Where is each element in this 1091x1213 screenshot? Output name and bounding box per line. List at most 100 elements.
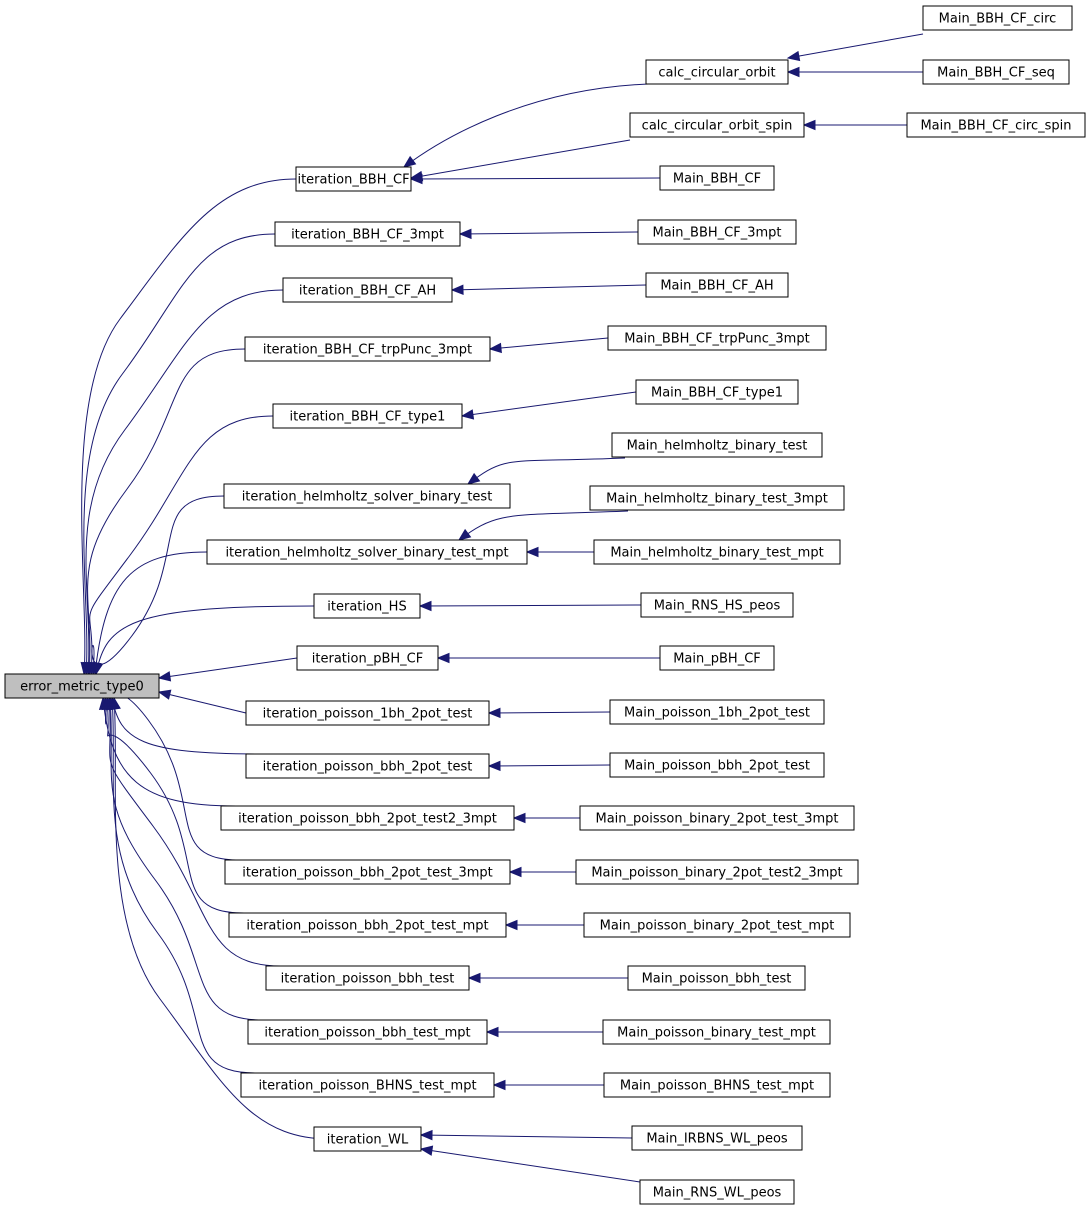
function-node[interactable]: Main_poisson_binary_2pot_test_3mpt bbox=[579, 805, 855, 831]
node-label: iteration_poisson_bbh_2pot_test bbox=[263, 760, 473, 775]
node-label: iteration_poisson_bbh_2pot_test_3mpt bbox=[242, 866, 493, 881]
node-label: Main_pBH_CF bbox=[673, 652, 761, 667]
function-node[interactable]: iteration_WL bbox=[313, 1126, 422, 1152]
edge-Main_helmholtz_binary_test_3mpt-to-iteration_helmholtz_solver_binary_test_mpt bbox=[457, 510, 629, 541]
node-label: Main_BBH_CF_AH bbox=[660, 279, 773, 294]
node-label: Main_BBH_CF_3mpt bbox=[653, 226, 782, 241]
function-node[interactable]: iteration_poisson_bbh_2pot_test_3mpt bbox=[224, 859, 511, 885]
function-node[interactable]: Main_BBH_CF_type1 bbox=[635, 379, 799, 405]
edge-calc_circular_orbit_spin-to-iteration_BBH_CF bbox=[409, 139, 631, 182]
function-node[interactable]: Main_BBH_CF bbox=[659, 165, 775, 191]
function-node[interactable]: Main_poisson_1bh_2pot_test bbox=[609, 699, 825, 725]
function-node[interactable]: Main_poisson_binary_2pot_test_mpt bbox=[583, 912, 851, 938]
function-node[interactable]: iteration_helmholtz_solver_binary_test bbox=[223, 483, 511, 509]
edge-calc_circular_orbit-to-iteration_BBH_CF bbox=[402, 83, 649, 168]
function-node[interactable]: Main_BBH_CF_3mpt bbox=[637, 219, 797, 245]
node-label: iteration_poisson_1bh_2pot_test bbox=[263, 707, 473, 722]
edge-Main_poisson_bbh_test-to-iteration_poisson_bbh_test bbox=[467, 972, 628, 984]
function-node[interactable]: iteration_pBH_CF bbox=[296, 645, 439, 671]
function-node[interactable]: calc_circular_orbit bbox=[645, 59, 789, 85]
root-node[interactable]: error_metric_type0 bbox=[4, 673, 160, 699]
node-label: iteration_poisson_bbh_test bbox=[281, 972, 455, 987]
function-node[interactable]: Main_poisson_bbh_test bbox=[627, 965, 806, 991]
function-node[interactable]: Main_poisson_bbh_2pot_test bbox=[609, 752, 825, 778]
function-node[interactable]: Main_helmholtz_binary_test_3mpt bbox=[589, 485, 845, 511]
node-label: iteration_BBH_CF_type1 bbox=[290, 410, 446, 425]
edge-iteration_BBH_CF-to-error_metric_type0 bbox=[80, 178, 297, 676]
node-label: Main_poisson_binary_2pot_test_mpt bbox=[600, 919, 835, 934]
function-node[interactable]: iteration_BBH_CF_3mpt bbox=[274, 221, 461, 247]
edge-Main_BBH_CF_seq-to-calc_circular_orbit bbox=[786, 66, 923, 78]
edge-Main_pBH_CF-to-iteration_pBH_CF bbox=[436, 652, 660, 664]
function-node[interactable]: iteration_helmholtz_solver_binary_test_m… bbox=[206, 539, 528, 565]
edge-Main_BBH_CF_type1-to-iteration_BBH_CF_type1 bbox=[460, 391, 637, 420]
function-node[interactable]: iteration_BBH_CF_trpPunc_3mpt bbox=[244, 336, 491, 362]
edge-Main_poisson_binary_2pot_test_3mpt-to-iteration_poisson_bbh_2pot_test2_3mpt bbox=[512, 812, 580, 824]
function-node[interactable]: iteration_poisson_bbh_2pot_test_mpt bbox=[228, 912, 507, 938]
edge-iteration_poisson_bbh_test_mpt-to-error_metric_type0 bbox=[106, 696, 264, 1021]
function-node[interactable]: Main_helmholtz_binary_test_mpt bbox=[593, 539, 841, 565]
edge-Main_helmholtz_binary_test-to-iteration_helmholtz_solver_binary_test bbox=[466, 457, 626, 485]
function-node[interactable]: iteration_poisson_bbh_test_mpt bbox=[247, 1019, 488, 1045]
node-label: iteration_BBH_CF_3mpt bbox=[291, 228, 444, 243]
node-label: Main_BBH_CF_circ_spin bbox=[920, 119, 1071, 134]
edge-Main_poisson_binary_test_mpt-to-iteration_poisson_bbh_test_mpt bbox=[485, 1026, 603, 1038]
function-node[interactable]: Main_BBH_CF_AH bbox=[645, 272, 789, 298]
function-node[interactable]: Main_BBH_CF_circ_spin bbox=[906, 112, 1086, 138]
function-node[interactable]: iteration_poisson_bbh_test bbox=[265, 965, 470, 991]
edge-Main_RNS_HS_peos-to-iteration_HS bbox=[418, 600, 642, 612]
node-label: Main_IRBNS_WL_peos bbox=[646, 1132, 788, 1147]
edge-Main_BBH_CF-to-iteration_BBH_CF bbox=[409, 173, 661, 185]
function-node[interactable]: iteration_BBH_CF_AH bbox=[282, 277, 453, 303]
node-label: Main_poisson_1bh_2pot_test bbox=[624, 706, 810, 721]
node-label: iteration_poisson_bbh_2pot_test_mpt bbox=[246, 919, 488, 934]
edge-iteration_poisson_bbh_2pot_test_3mpt-to-error_metric_type0 bbox=[101, 693, 241, 861]
function-node[interactable]: iteration_poisson_bbh_2pot_test2_3mpt bbox=[220, 805, 515, 831]
node-label: iteration_poisson_BHNS_test_mpt bbox=[258, 1079, 476, 1094]
node-label: Main_helmholtz_binary_test_3mpt bbox=[606, 492, 828, 507]
node-label: error_metric_type0 bbox=[20, 680, 144, 695]
edge-iteration_helmholtz_solver_binary_test_mpt-to-error_metric_type0 bbox=[91, 551, 208, 676]
node-label: Main_helmholtz_binary_test bbox=[627, 439, 808, 454]
edge-iteration_helmholtz_solver_binary_test-to-error_metric_type0 bbox=[89, 495, 225, 676]
function-node[interactable]: iteration_HS bbox=[313, 593, 421, 619]
node-label: Main_poisson_binary_2pot_test2_3mpt bbox=[591, 866, 842, 881]
node-label: Main_BBH_CF_type1 bbox=[651, 386, 783, 401]
function-node[interactable]: Main_RNS_WL_peos bbox=[639, 1179, 795, 1205]
function-node[interactable]: iteration_poisson_BHNS_test_mpt bbox=[240, 1072, 495, 1098]
function-node[interactable]: iteration_BBH_CF bbox=[295, 166, 412, 192]
node-label: Main_poisson_binary_test_mpt bbox=[617, 1026, 816, 1041]
node-label: Main_RNS_WL_peos bbox=[653, 1186, 782, 1201]
node-label: iteration_pBH_CF bbox=[312, 652, 423, 667]
edge-Main_poisson_binary_2pot_test2_3mpt-to-iteration_poisson_bbh_2pot_test_3mpt bbox=[508, 866, 576, 878]
function-node[interactable]: Main_pBH_CF bbox=[659, 645, 775, 671]
function-node[interactable]: Main_BBH_CF_trpPunc_3mpt bbox=[607, 325, 827, 351]
node-label: Main_poisson_binary_2pot_test_3mpt bbox=[595, 812, 838, 827]
node-label: iteration_BBH_CF_AH bbox=[299, 284, 436, 299]
node-label: Main_BBH_CF_trpPunc_3mpt bbox=[624, 332, 809, 347]
edge-iteration_pBH_CF-to-error_metric_type0 bbox=[157, 657, 298, 682]
edge-Main_BBH_CF_circ-to-calc_circular_orbit bbox=[786, 33, 924, 62]
function-node[interactable]: iteration_BBH_CF_type1 bbox=[272, 403, 463, 429]
edge-iteration_poisson_BHNS_test_mpt-to-error_metric_type0 bbox=[108, 696, 257, 1074]
function-node[interactable]: Main_IRBNS_WL_peos bbox=[631, 1125, 803, 1151]
function-node[interactable]: Main_poisson_binary_test_mpt bbox=[602, 1019, 831, 1045]
function-node[interactable]: iteration_poisson_1bh_2pot_test bbox=[245, 700, 490, 726]
function-node[interactable]: calc_circular_orbit_spin bbox=[629, 112, 805, 138]
edge-Main_poisson_bbh_2pot_test-to-iteration_poisson_bbh_2pot_test bbox=[487, 760, 611, 772]
edge-iteration_HS-to-error_metric_type0 bbox=[93, 605, 315, 676]
edge-Main_RNS_WL_peos-to-iteration_WL bbox=[419, 1145, 641, 1183]
node-label: calc_circular_orbit bbox=[658, 66, 775, 81]
edge-Main_BBH_CF_circ_spin-to-calc_circular_orbit_spin bbox=[802, 119, 907, 131]
function-node[interactable]: Main_helmholtz_binary_test bbox=[611, 432, 823, 458]
function-node[interactable]: Main_BBH_CF_circ bbox=[922, 5, 1073, 31]
edge-Main_BBH_CF_trpPunc_3mpt-to-iteration_BBH_CF_trpPunc_3mpt bbox=[488, 337, 609, 354]
function-node[interactable]: Main_RNS_HS_peos bbox=[640, 592, 794, 618]
function-node[interactable]: Main_poisson_binary_2pot_test2_3mpt bbox=[575, 859, 859, 885]
function-node[interactable]: iteration_poisson_bbh_2pot_test bbox=[245, 753, 490, 779]
edge-iteration_BBH_CF_3mpt-to-error_metric_type0 bbox=[82, 233, 276, 676]
function-node[interactable]: Main_BBH_CF_seq bbox=[922, 59, 1070, 85]
function-node[interactable]: Main_poisson_BHNS_test_mpt bbox=[603, 1072, 831, 1098]
edge-iteration_poisson_1bh_2pot_test-to-error_metric_type0 bbox=[157, 689, 247, 714]
node-label: Main_BBH_CF_circ bbox=[939, 12, 1057, 27]
